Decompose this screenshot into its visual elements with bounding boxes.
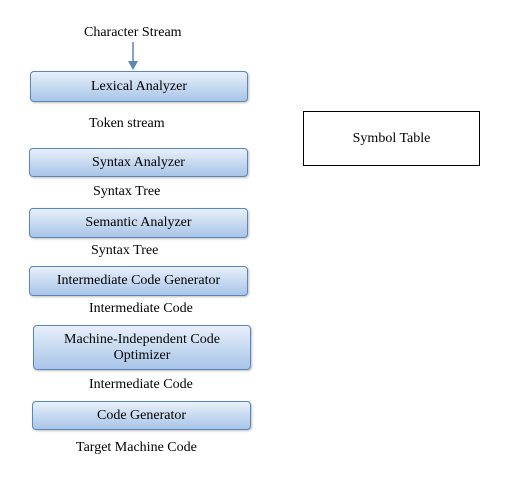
phase-intermediate-code-generator: Intermediate Code Generator — [29, 266, 248, 296]
phase-machine-independent-optimizer: Machine-Independent Code Optimizer — [33, 325, 251, 370]
output-intermediate-code-2: Intermediate Code — [89, 377, 193, 392]
phase-label: Semantic Analyzer — [85, 215, 192, 230]
output-token-stream: Token stream — [89, 116, 165, 131]
symbol-table-label: Symbol Table — [352, 130, 431, 146]
phase-label: Lexical Analyzer — [90, 78, 187, 94]
output-syntax-tree-1: Syntax Tree — [93, 184, 161, 199]
input-label: Character Stream — [84, 25, 182, 40]
phase-semantic-analyzer: Semantic Analyzer — [29, 208, 248, 238]
phase-label: Code Generator — [96, 407, 187, 423]
output-syntax-tree-2: Syntax Tree — [91, 243, 159, 258]
output-target-machine-code: Target Machine Code — [76, 440, 197, 455]
phase-syntax-analyzer: Syntax Analyzer — [29, 148, 248, 177]
phase-label: Syntax Analyzer — [92, 154, 185, 170]
output-intermediate-code-1: Intermediate Code — [89, 301, 193, 316]
phase-label: Intermediate Code Generator — [56, 273, 221, 288]
phase-lexical-analyzer: Lexical Analyzer — [30, 71, 248, 102]
input-arrow — [128, 42, 138, 70]
symbol-table-box: Symbol Table — [303, 111, 480, 166]
phase-code-generator: Code Generator — [32, 401, 251, 430]
phase-label: Machine-Independent Code Optimizer — [64, 331, 220, 363]
